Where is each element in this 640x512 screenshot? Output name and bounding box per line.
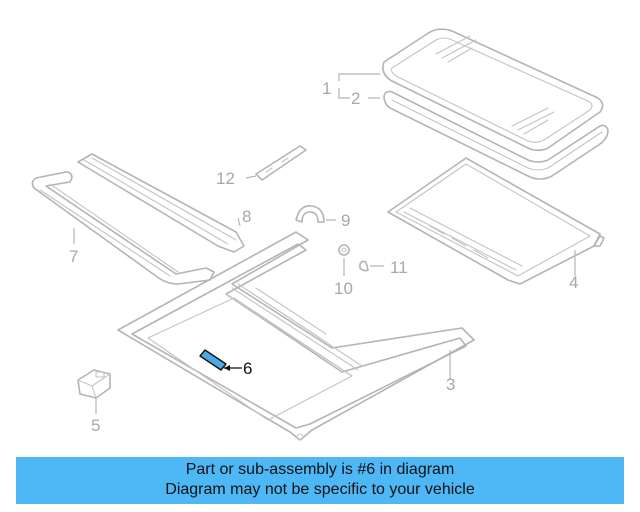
part-4-sunshade [387, 157, 605, 285]
part-1-glass-panel [382, 28, 604, 152]
callout-3: 3 [446, 375, 455, 394]
part-2-seal [383, 90, 609, 180]
part-8-trim [77, 153, 245, 253]
banner-line-1: Part or sub-assembly is #6 in diagram [185, 461, 455, 478]
part-7-rail [31, 171, 215, 285]
part-5-bracket [77, 369, 111, 399]
banner-line-2: Diagram may not be specific to your vehi… [165, 481, 475, 498]
callout-12: 12 [216, 169, 235, 188]
parts-diagram: 1 2 3 4 5 6 7 8 9 10 11 12 [31, 28, 609, 441]
part-9-clip [295, 204, 325, 223]
callout-1: 1 [322, 79, 331, 98]
part-3-frame [117, 231, 475, 441]
part-10-grommet [338, 244, 350, 256]
info-banner: Part or sub-assembly is #6 in diagram Di… [16, 457, 624, 504]
callout-7: 7 [69, 247, 78, 266]
part-6-highlighted [199, 349, 227, 371]
leader-lines [73, 73, 576, 414]
callout-2: 2 [351, 89, 360, 108]
callout-4: 4 [569, 273, 578, 292]
part-11-screw [359, 260, 369, 272]
callout-5: 5 [91, 416, 100, 435]
part-12-strip [255, 145, 307, 181]
callout-11: 11 [390, 258, 408, 277]
callout-9: 9 [341, 211, 350, 230]
callout-10: 10 [334, 279, 353, 298]
callout-6: 6 [243, 359, 252, 378]
callout-8: 8 [242, 207, 251, 226]
